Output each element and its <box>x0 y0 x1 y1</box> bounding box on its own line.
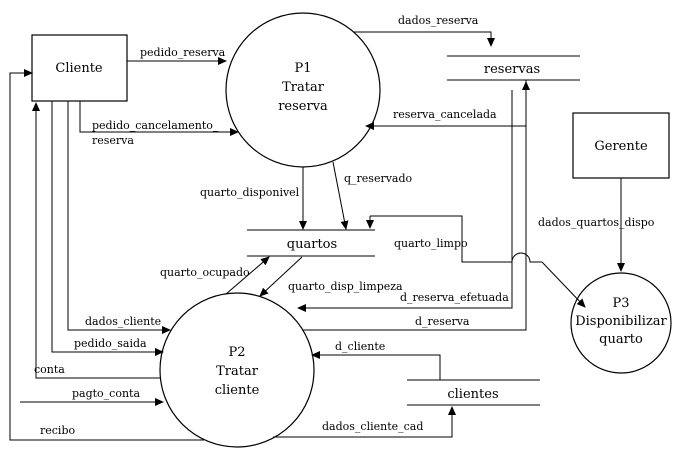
store-clientes[interactable]: clientes <box>407 379 540 406</box>
flow-d-reserva-efetuada: d_reserva_efetuada <box>297 90 513 312</box>
flow-dados-cliente-cad-label: dados_cliente_cad <box>322 420 423 433</box>
flow-quarto-ocupado: quarto_ocupado <box>160 256 270 295</box>
flow-dados-quartos-dispo-label: dados_quartos_dispo <box>538 216 655 229</box>
flow-d-cliente: d_cliente <box>311 340 441 380</box>
process-p2-line2: cliente <box>215 383 260 398</box>
flow-dados-cliente-cad: dados_cliente_cad <box>273 406 456 438</box>
flow-pedido-saida: pedido_saida <box>51 101 164 356</box>
store-quartos-label: quartos <box>287 237 337 252</box>
flow-pagto-conta-label: pagto_conta <box>72 387 140 400</box>
process-p1-line1: Tratar <box>282 80 325 95</box>
flow-pedido-reserva: pedido_reserva <box>127 46 227 65</box>
flow-reserva-cancelada: reserva_cancelada <box>365 80 527 130</box>
flow-quarto-disponivel-label: quarto_disponivel <box>200 186 300 199</box>
flow-dados-cliente-label: dados_cliente <box>85 315 161 328</box>
flow-dados-reserva-label: dados_reserva <box>398 14 479 27</box>
process-p2[interactable]: P2 Tratar cliente <box>159 292 315 448</box>
process-p1-id: P1 <box>294 61 311 76</box>
entity-cliente[interactable]: Cliente <box>31 34 128 102</box>
store-reservas[interactable]: reservas <box>447 55 580 81</box>
store-clientes-label: clientes <box>447 387 498 402</box>
flow-quarto-limpo-label: quarto_limpo <box>394 237 468 250</box>
flow-reserva-cancelada-label: reserva_cancelada <box>393 108 497 121</box>
process-p1-line2: reserva <box>278 99 328 114</box>
entity-gerente[interactable]: Gerente <box>572 112 670 179</box>
flow-q-reservado-label: q_reservado <box>344 172 413 185</box>
flow-dados-quartos-dispo: dados_quartos_dispo <box>538 178 655 272</box>
flow-recibo-label: recibo <box>40 424 75 437</box>
flow-pedido-cancelamento-label-1: pedido_cancelamento_ <box>92 119 219 132</box>
process-p3-line1: Disponibilizar <box>575 314 667 329</box>
process-p2-line1: Tratar <box>216 364 259 379</box>
flow-pedido-saida-label: pedido_saida <box>74 337 147 350</box>
flow-pedido-reserva-label: pedido_reserva <box>140 46 226 59</box>
process-p2-id: P2 <box>228 345 245 360</box>
flow-quarto-disp-limpeza-label: quarto_disp_limpeza <box>288 280 403 293</box>
flow-dados-reserva: dados_reserva <box>353 14 495 47</box>
flow-quarto-disponivel: quarto_disponivel <box>200 167 307 230</box>
flow-pedido-cancelamento-reserva: pedido_cancelamento_ reserva <box>79 101 239 147</box>
flow-recibo: recibo <box>9 69 204 441</box>
flow-conta: conta <box>32 102 160 379</box>
entity-gerente-label: Gerente <box>594 139 648 154</box>
store-reservas-label: reservas <box>484 62 540 77</box>
flow-pagto-conta: pagto_conta <box>20 387 164 406</box>
process-p3-line2: quarto <box>599 332 643 347</box>
process-p3-id: P3 <box>612 296 629 311</box>
flow-d-reserva: d_reserva <box>303 80 530 331</box>
process-p3[interactable]: P3 Disponibilizar quarto <box>570 272 672 374</box>
flow-d-reserva-efetuada-label: d_reserva_efetuada <box>400 291 509 304</box>
entity-cliente-label: Cliente <box>55 61 103 76</box>
flow-quarto-disp-limpeza: quarto_disp_limpeza <box>259 256 403 297</box>
flow-quarto-ocupado-label: quarto_ocupado <box>160 266 250 279</box>
store-quartos[interactable]: quartos <box>247 229 375 257</box>
process-p1[interactable]: P1 Tratar reserva <box>225 12 381 168</box>
flow-q-reservado: q_reservado <box>332 161 413 230</box>
flow-d-reserva-label: d_reserva <box>415 315 470 328</box>
flow-conta-label: conta <box>34 363 65 376</box>
flow-dados-cliente: dados_cliente <box>67 101 171 334</box>
flow-pedido-cancelamento-label-2: reserva <box>92 134 134 147</box>
flow-d-cliente-label: d_cliente <box>335 340 385 353</box>
